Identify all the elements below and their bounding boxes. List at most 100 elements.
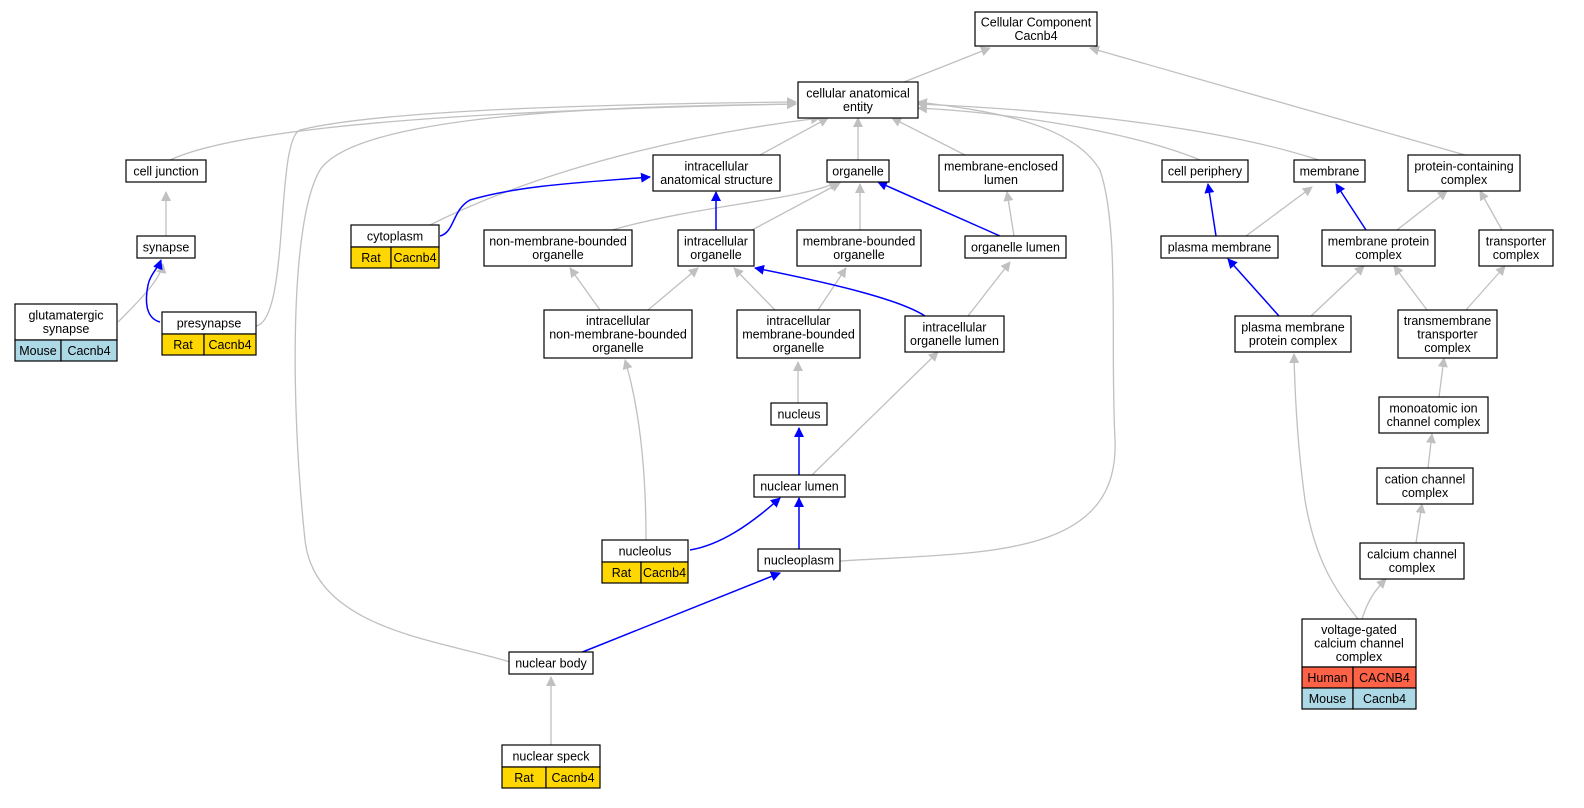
node-label: plasma membrane bbox=[1168, 240, 1272, 254]
node-box bbox=[1234, 315, 1352, 353]
node-label: presynapse bbox=[177, 316, 242, 330]
edge-iol-io bbox=[754, 264, 926, 317]
node-label: organelle bbox=[832, 164, 883, 178]
node-label: cation channel bbox=[1385, 473, 1466, 487]
node-ol[interactable]: organelle lumen bbox=[964, 235, 1067, 259]
edge-nucleoplasm-cae bbox=[839, 98, 1116, 562]
gene-label: Cacnb4 bbox=[393, 251, 436, 265]
gene-label: Cacnb4 bbox=[1363, 692, 1406, 706]
node-box bbox=[904, 315, 1005, 353]
node-label: membrane-enclosed bbox=[944, 160, 1058, 174]
node-nuclear-body[interactable]: nuclear body bbox=[508, 651, 594, 675]
edge-ttc-mpc bbox=[1393, 265, 1428, 311]
node-label: cell junction bbox=[133, 164, 198, 178]
node-label: membrane-bounded bbox=[803, 235, 916, 249]
edge-nuclearbody-cae bbox=[294, 99, 797, 663]
node-nucleus[interactable]: nucleus bbox=[770, 402, 828, 426]
gene-label: Cacnb4 bbox=[208, 338, 251, 352]
node-inmbo[interactable]: intracellularnon-membrane-boundedorganel… bbox=[543, 309, 693, 359]
node-organelle[interactable]: organelle bbox=[826, 159, 890, 183]
species-label: Mouse bbox=[1309, 692, 1347, 706]
edge-nuclearlumen-iol bbox=[811, 351, 939, 476]
edge-calc-ccc bbox=[1415, 503, 1426, 544]
node-plasma-membrane[interactable]: plasma membrane bbox=[1160, 235, 1279, 259]
node-label: organelle bbox=[773, 341, 824, 355]
node-label: intracellular bbox=[586, 314, 650, 328]
node-label: membrane-bounded bbox=[742, 327, 855, 341]
node-label: organelle bbox=[690, 248, 741, 262]
edge-vgcc-calc bbox=[1361, 578, 1387, 620]
node-label: voltage-gated bbox=[1321, 623, 1397, 637]
node-box bbox=[14, 303, 118, 341]
node-box bbox=[1301, 618, 1417, 668]
node-cell-junction[interactable]: cell junction bbox=[125, 159, 207, 183]
edge-ol-mel bbox=[1003, 191, 1015, 237]
edge-iol-ol bbox=[967, 261, 1011, 317]
species-label: Rat bbox=[514, 771, 534, 785]
node-label: membrane bbox=[1300, 164, 1360, 178]
node-box bbox=[1407, 154, 1521, 192]
edge-imbo-io bbox=[733, 267, 776, 311]
node-synapse[interactable]: synapse bbox=[136, 235, 196, 259]
node-label: transporter bbox=[1417, 327, 1477, 341]
node-label: complex bbox=[1402, 486, 1449, 500]
node-label: plasma membrane bbox=[1241, 321, 1345, 335]
node-box bbox=[1293, 159, 1366, 183]
edge-io-organelle bbox=[751, 182, 841, 231]
node-label: Cellular Component bbox=[981, 16, 1092, 30]
node-box bbox=[757, 548, 841, 572]
node-box bbox=[1321, 229, 1436, 267]
species-label: Human bbox=[1307, 671, 1347, 685]
node-box bbox=[1478, 229, 1554, 267]
node-label: cell periphery bbox=[1168, 164, 1243, 178]
node-label: complex bbox=[1389, 561, 1436, 575]
species-label: Rat bbox=[612, 566, 632, 580]
node-box bbox=[736, 309, 861, 359]
node-label: synapse bbox=[143, 240, 190, 254]
gene-cell bbox=[203, 333, 257, 356]
node-label: anatomical structure bbox=[660, 173, 773, 187]
node-nucleoplasm[interactable]: nucleoplasm bbox=[757, 548, 841, 572]
node-label: organelle lumen bbox=[910, 334, 999, 348]
node-box bbox=[938, 154, 1064, 192]
node-label: complex bbox=[1336, 650, 1383, 664]
node-box bbox=[826, 159, 890, 183]
edge-pmpc-plasmamembrane bbox=[1227, 258, 1280, 317]
node-box bbox=[797, 81, 919, 119]
node-label: entity bbox=[843, 100, 874, 114]
node-membrane[interactable]: membrane bbox=[1293, 159, 1366, 183]
node-box bbox=[508, 651, 594, 675]
edge-cellperiphery-cae bbox=[917, 103, 1206, 163]
node-label: nuclear speck bbox=[512, 749, 590, 763]
node-nuclear-lumen[interactable]: nuclear lumen bbox=[753, 474, 846, 498]
edge-inmbo-nmbo bbox=[569, 267, 601, 311]
node-box bbox=[543, 309, 693, 359]
node-box bbox=[125, 159, 207, 183]
node-label: intracellular bbox=[684, 235, 748, 249]
gene-label: Cacnb4 bbox=[67, 344, 110, 358]
node-cell-periphery[interactable]: cell periphery bbox=[1161, 159, 1249, 183]
